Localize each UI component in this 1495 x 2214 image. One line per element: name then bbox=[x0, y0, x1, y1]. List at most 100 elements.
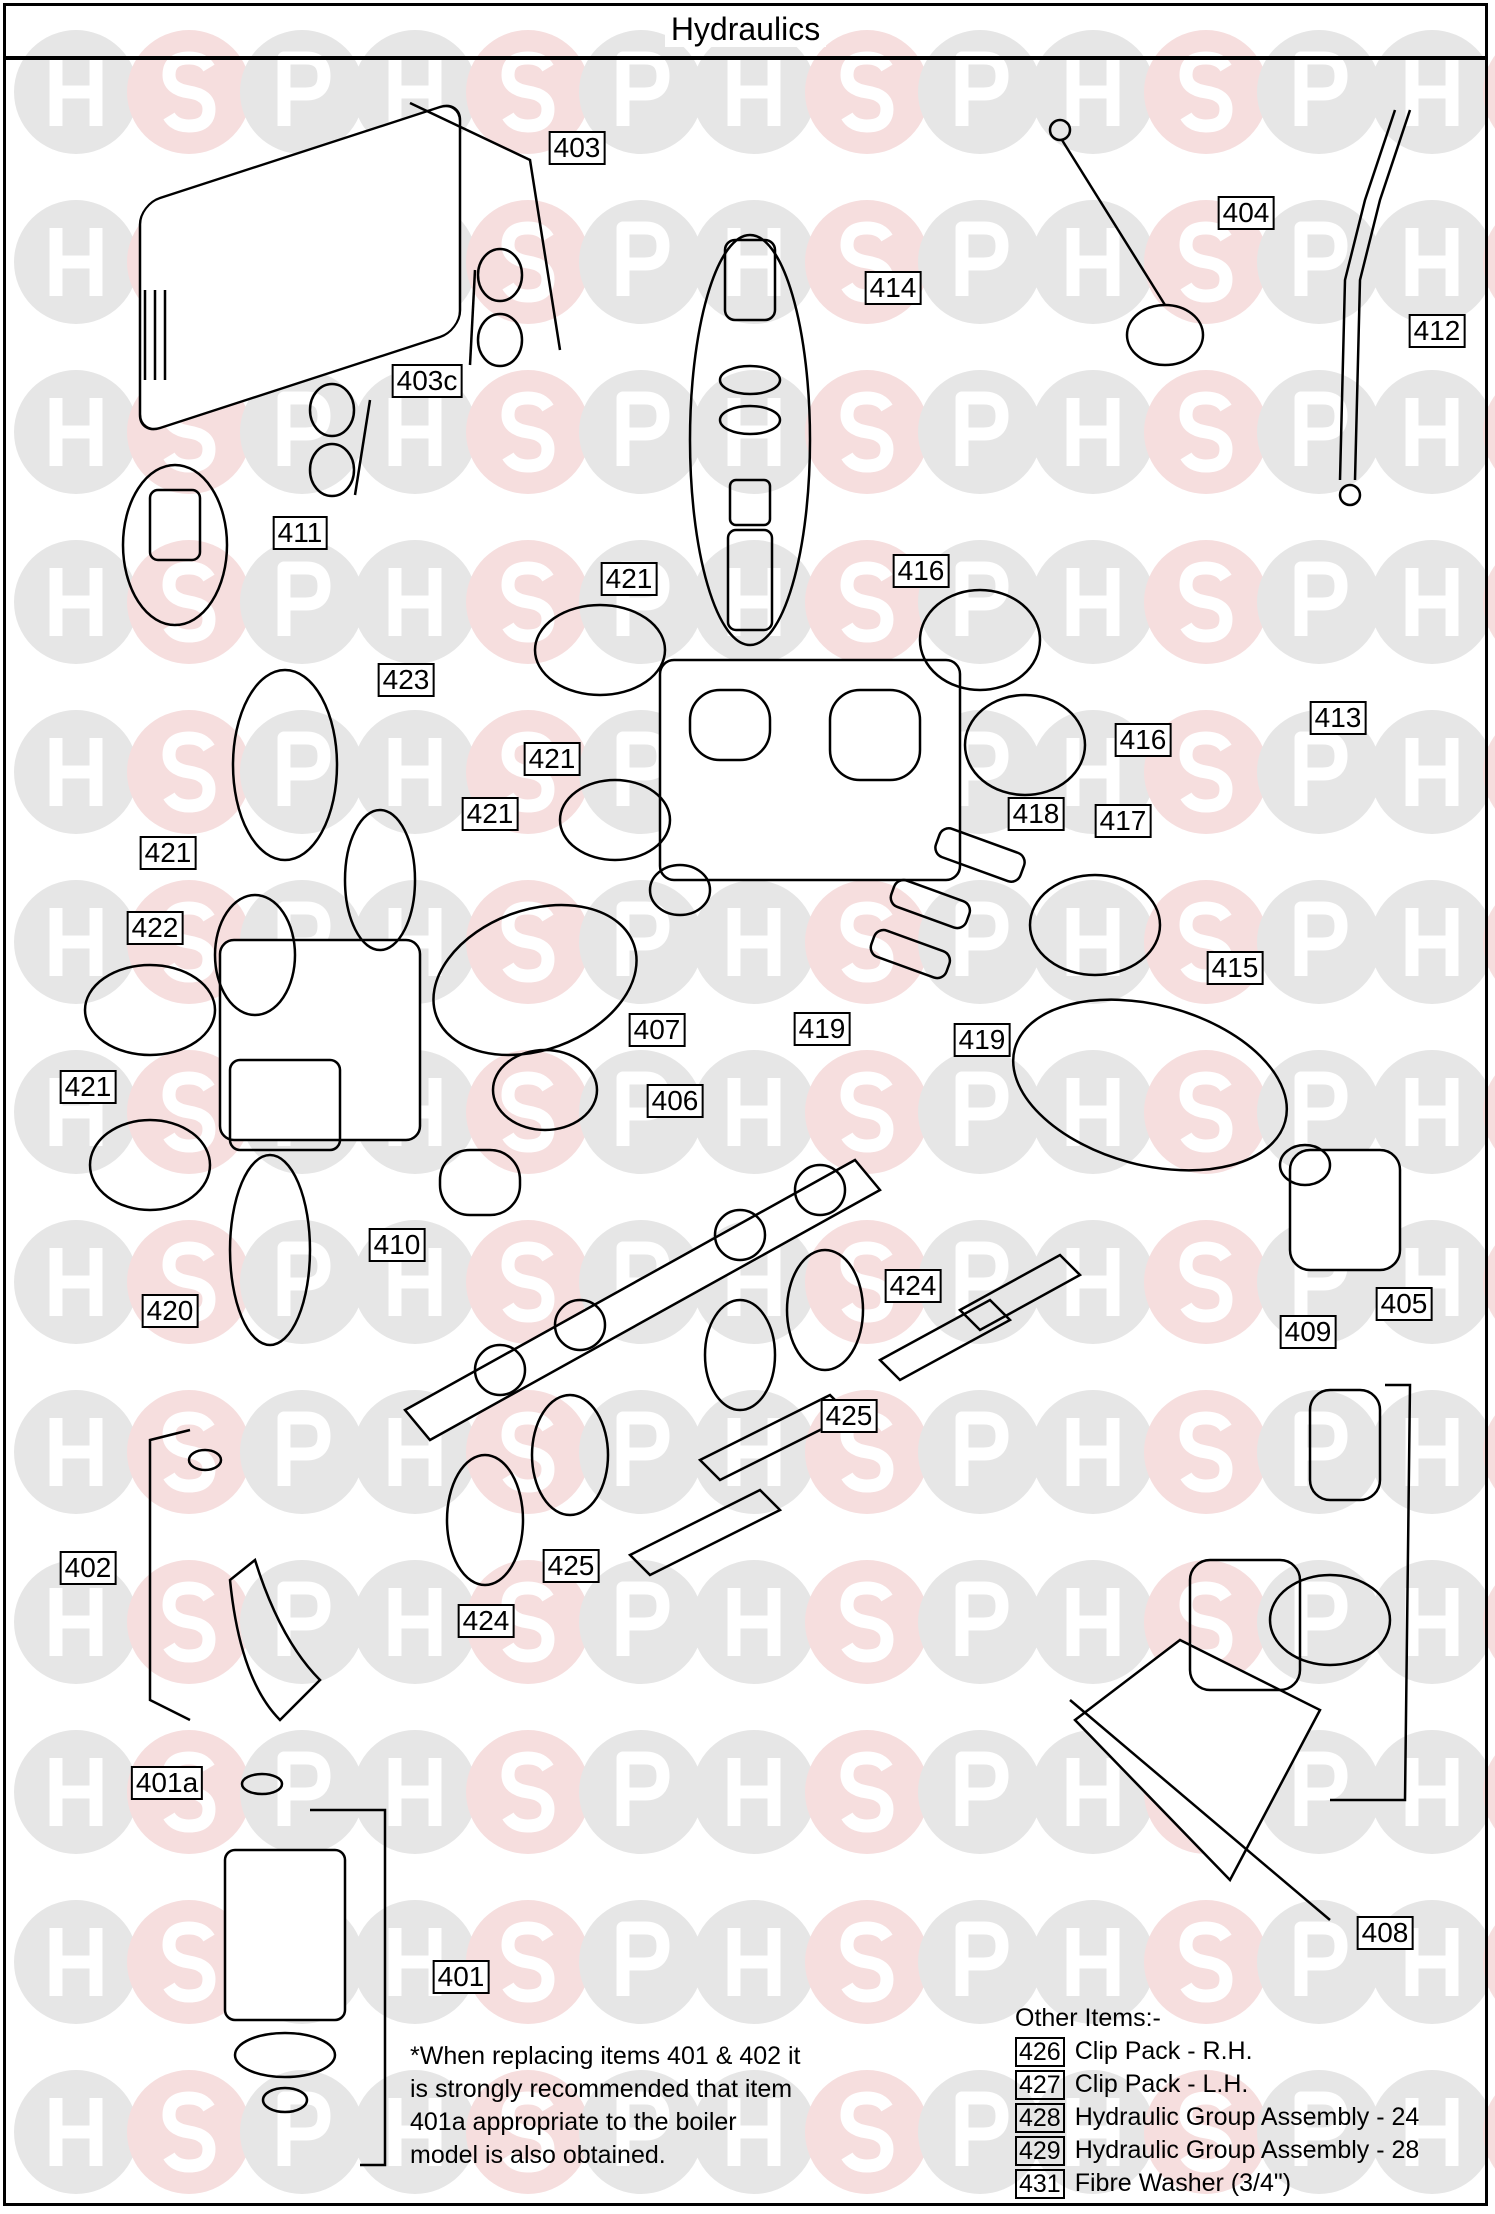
part-number[interactable]: 427 bbox=[1015, 2069, 1065, 2100]
part-number[interactable]: 429 bbox=[1015, 2135, 1065, 2166]
group-416a bbox=[918, 588, 1042, 692]
watermark-glyph-icon bbox=[955, 1411, 1009, 1486]
part-number[interactable]: 431 bbox=[1015, 2168, 1065, 2199]
watermark-glyph-icon bbox=[49, 2098, 103, 2166]
watermark-glyph-icon bbox=[1179, 901, 1233, 983]
watermark-glyph-icon bbox=[616, 1751, 670, 1826]
watermark-glyph-icon bbox=[1405, 1078, 1459, 1146]
callout-419[interactable]: 419 bbox=[793, 1012, 851, 1046]
watermark-glyph-icon bbox=[1294, 1921, 1348, 1996]
watermark-glyph-icon bbox=[1405, 738, 1459, 806]
callout-421[interactable]: 421 bbox=[600, 562, 658, 596]
watermark-glyph-icon bbox=[49, 568, 103, 636]
callout-410[interactable]: 410 bbox=[368, 1228, 426, 1262]
note-line: is strongly recommended that item bbox=[410, 2075, 793, 2103]
callout-419[interactable]: 419 bbox=[953, 1023, 1011, 1057]
watermark-glyph-icon bbox=[1179, 561, 1233, 643]
watermark-glyph-icon bbox=[1179, 1921, 1233, 2003]
group-411 bbox=[121, 463, 229, 627]
replacement-note: *When replacing items 401 & 402 it is st… bbox=[410, 2040, 801, 2172]
watermark-glyph-icon bbox=[840, 1921, 894, 2003]
watermark-glyph-icon bbox=[955, 2091, 1009, 2166]
callout-420[interactable]: 420 bbox=[141, 1294, 199, 1328]
part-number[interactable]: 426 bbox=[1015, 2036, 1065, 2067]
watermark-glyph-icon bbox=[1066, 2098, 1120, 2166]
watermark-glyph-icon bbox=[162, 1071, 216, 1153]
callout-401[interactable]: 401 bbox=[432, 1960, 490, 1994]
callout-423[interactable]: 423 bbox=[377, 663, 435, 697]
callout-411[interactable]: 411 bbox=[272, 516, 328, 550]
group-420 bbox=[228, 1153, 312, 1347]
callout-424[interactable]: 424 bbox=[457, 1604, 515, 1638]
callout-403c[interactable]: 403c bbox=[391, 364, 463, 398]
group-422 bbox=[83, 963, 217, 1057]
callout-409[interactable]: 409 bbox=[1279, 1315, 1337, 1349]
watermark-glyph-icon bbox=[1066, 568, 1120, 636]
watermark-glyph-icon bbox=[1405, 228, 1459, 296]
callout-421[interactable]: 421 bbox=[523, 742, 581, 776]
page-title: Hydraulics bbox=[664, 11, 827, 47]
callout-422[interactable]: 422 bbox=[126, 911, 184, 945]
watermark-glyph-icon bbox=[1066, 1078, 1120, 1146]
group-416b bbox=[963, 693, 1087, 797]
callout-402[interactable]: 402 bbox=[59, 1551, 117, 1585]
callout-407[interactable]: 407 bbox=[628, 1013, 686, 1047]
watermark-glyph-icon bbox=[49, 908, 103, 976]
callout-414[interactable]: 414 bbox=[864, 271, 922, 305]
watermark-glyph-icon bbox=[955, 1071, 1009, 1146]
callout-412[interactable]: 412 bbox=[1408, 314, 1466, 348]
callout-424[interactable]: 424 bbox=[884, 1269, 942, 1303]
callout-404[interactable]: 404 bbox=[1217, 196, 1275, 230]
watermark-glyph-icon bbox=[840, 1071, 894, 1153]
callout-401a[interactable]: 401a bbox=[130, 1766, 204, 1800]
watermark-glyph-icon bbox=[277, 561, 331, 636]
watermark-glyph-icon bbox=[727, 1928, 781, 1996]
watermark-glyph-icon bbox=[388, 1758, 442, 1826]
watermark-glyph-icon bbox=[1294, 1071, 1348, 1146]
watermark-glyph-icon bbox=[1294, 1581, 1348, 1656]
callout-421[interactable]: 421 bbox=[461, 797, 519, 831]
watermark-glyph-icon bbox=[501, 2091, 555, 2173]
callout-413[interactable]: 413 bbox=[1309, 701, 1367, 735]
valve-410 bbox=[438, 1148, 522, 1217]
callout-425[interactable]: 425 bbox=[820, 1399, 878, 1433]
callout-406[interactable]: 406 bbox=[646, 1084, 704, 1118]
hydraulic-block-left bbox=[218, 938, 422, 1152]
watermark-glyph-icon bbox=[501, 1241, 555, 1323]
watermark-glyph-icon bbox=[955, 731, 1009, 806]
watermark-glyph-icon bbox=[1066, 398, 1120, 466]
watermark-glyph-icon bbox=[1294, 1411, 1348, 1486]
watermark-glyph-icon bbox=[277, 1751, 331, 1826]
callout-421[interactable]: 421 bbox=[59, 1070, 117, 1104]
washer-401a bbox=[240, 1772, 284, 1796]
group-407 bbox=[432, 903, 638, 1057]
callout-408[interactable]: 408 bbox=[1356, 1916, 1414, 1950]
callout-418[interactable]: 418 bbox=[1007, 797, 1065, 831]
part-label: Hydraulic Group Assembly - 28 bbox=[1074, 2136, 1420, 2164]
callout-416[interactable]: 416 bbox=[892, 554, 950, 588]
watermark-glyph-icon bbox=[277, 731, 331, 806]
watermark-glyph-icon bbox=[1405, 1418, 1459, 1486]
callout-405[interactable]: 405 bbox=[1375, 1287, 1433, 1321]
callout-415[interactable]: 415 bbox=[1206, 951, 1264, 985]
callout-417[interactable]: 417 bbox=[1094, 804, 1152, 838]
callout-425[interactable]: 425 bbox=[542, 1549, 600, 1583]
other-item[interactable]: 431 Fibre Washer (3/4") bbox=[1015, 2167, 1419, 2200]
watermark-glyph-icon bbox=[955, 901, 1009, 976]
other-item[interactable]: 429 Hydraulic Group Assembly - 28 bbox=[1015, 2134, 1419, 2167]
watermark-glyph-icon bbox=[1066, 1928, 1120, 1996]
watermark-glyph-icon bbox=[1066, 738, 1120, 806]
callout-403[interactable]: 403 bbox=[548, 131, 606, 165]
part-label: Fibre Washer (3/4") bbox=[1074, 2169, 1292, 2197]
callout-416[interactable]: 416 bbox=[1114, 723, 1172, 757]
part-number[interactable]: 428 bbox=[1015, 2102, 1065, 2133]
watermark-glyph-icon bbox=[1294, 901, 1348, 976]
watermark-glyph-icon bbox=[501, 1581, 555, 1663]
watermark-glyph-icon bbox=[1294, 1751, 1348, 1826]
callout-421[interactable]: 421 bbox=[139, 836, 197, 870]
watermark-glyph-icon bbox=[955, 1751, 1009, 1826]
